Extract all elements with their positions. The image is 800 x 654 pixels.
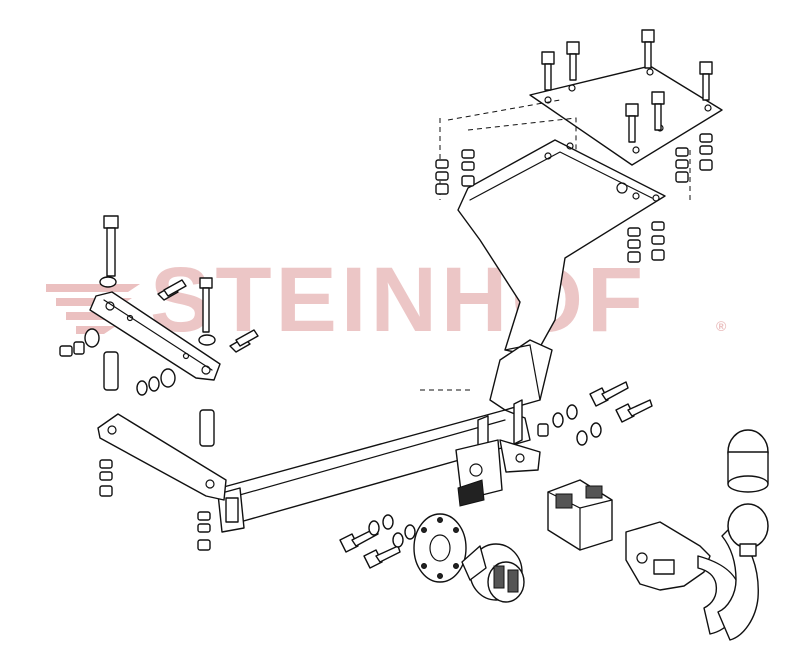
upper-plate-bolts	[541, 29, 713, 143]
left-small-bolts	[157, 279, 259, 353]
main-cross-tube	[217, 339, 553, 533]
bracket-right-nuts	[627, 133, 713, 263]
socket-plate	[413, 513, 467, 583]
left-bumper-bracket	[89, 291, 221, 381]
coupling-bolts	[537, 381, 653, 446]
ball-cap	[727, 429, 769, 493]
registered-mark: ®	[716, 318, 727, 334]
electrical-socket	[461, 543, 525, 603]
left-long-bolts	[103, 215, 215, 447]
tow-ball	[727, 503, 769, 557]
socket-bracket	[455, 439, 541, 507]
left-lower-bracket	[97, 413, 227, 501]
left-nuts-washers	[59, 276, 216, 551]
center-bolts	[339, 514, 416, 569]
bracket-left-nuts	[435, 149, 475, 195]
coupling-block	[547, 479, 613, 551]
